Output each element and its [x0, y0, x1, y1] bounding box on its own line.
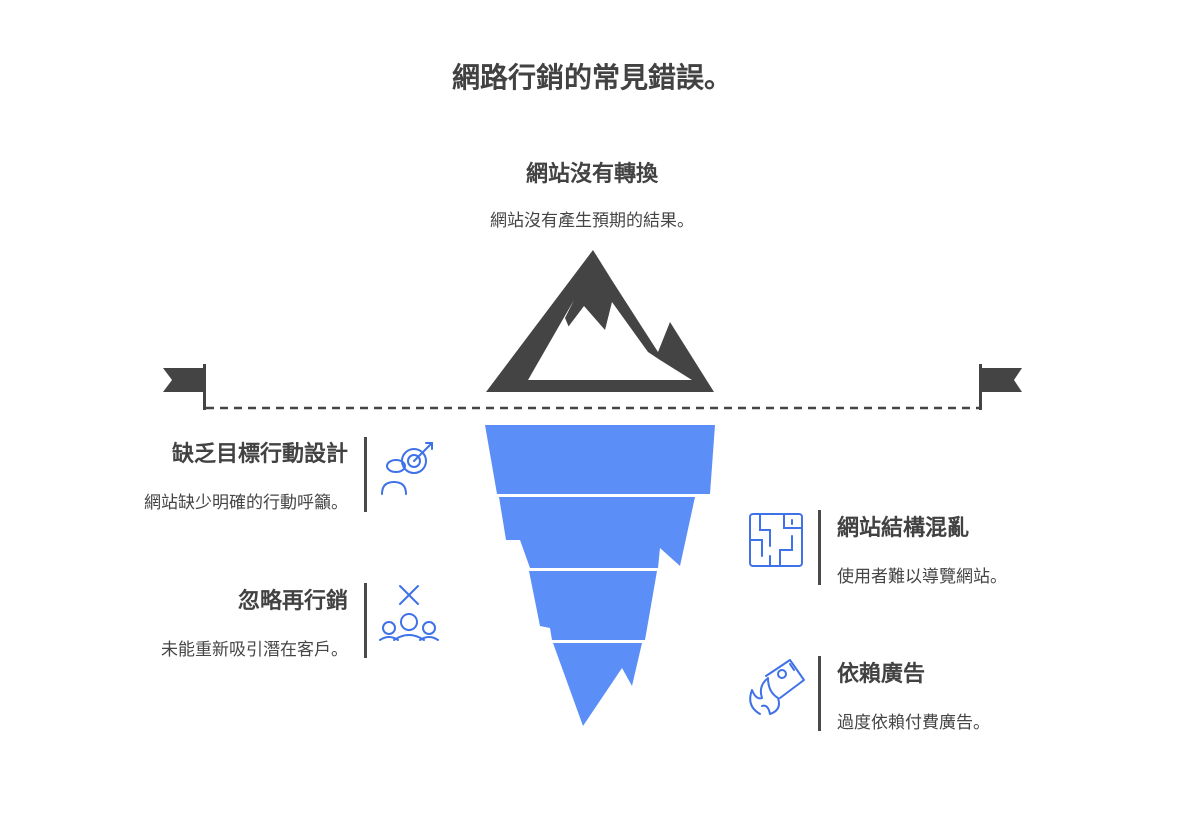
burning-card-icon — [749, 659, 805, 715]
item-heading: 依賴廣告 — [837, 662, 926, 687]
item-heading: 忽略再行銷 — [237, 589, 348, 614]
maze-icon — [749, 513, 803, 567]
item-description: 未能重新吸引潛在客戶。 — [161, 640, 348, 660]
left-item-0-divider — [364, 437, 367, 512]
item-description: 使用者難以導覽網站。 — [837, 567, 1007, 587]
left-item-1: 忽略再行銷 未能重新吸引潛在客戶。 — [161, 583, 348, 660]
left-flag-icon — [163, 364, 206, 410]
target-users-icon — [381, 442, 433, 495]
item-description: 過度依賴付費廣告。 — [837, 713, 990, 733]
page-title: 網路行銷的常見錯誤。 — [451, 61, 732, 94]
left-item-1-divider — [364, 583, 367, 658]
item-heading: 缺乏目標行動設計 — [171, 442, 348, 467]
lost-users-icon — [379, 585, 439, 641]
mountain-peak — [486, 250, 714, 392]
right-item-1: 依賴廣告 過度依賴付費廣告。 — [837, 656, 990, 733]
right-item-0: 網站結構混亂 使用者難以導覽網站。 — [837, 510, 1007, 587]
item-description: 網站缺少明確的行動呼籲。 — [144, 493, 348, 513]
top-heading: 網站沒有轉換 — [525, 162, 658, 187]
left-item-0: 缺乏目標行動設計 網站缺少明確的行動呼籲。 — [144, 436, 348, 513]
item-heading: 網站結構混亂 — [837, 516, 970, 541]
top-description: 網站沒有產生預期的結果。 — [490, 211, 694, 231]
iceberg-underwater — [485, 425, 715, 726]
right-flag-icon — [979, 364, 1022, 410]
right-item-1-divider — [818, 656, 821, 731]
right-item-0-divider — [818, 510, 821, 585]
